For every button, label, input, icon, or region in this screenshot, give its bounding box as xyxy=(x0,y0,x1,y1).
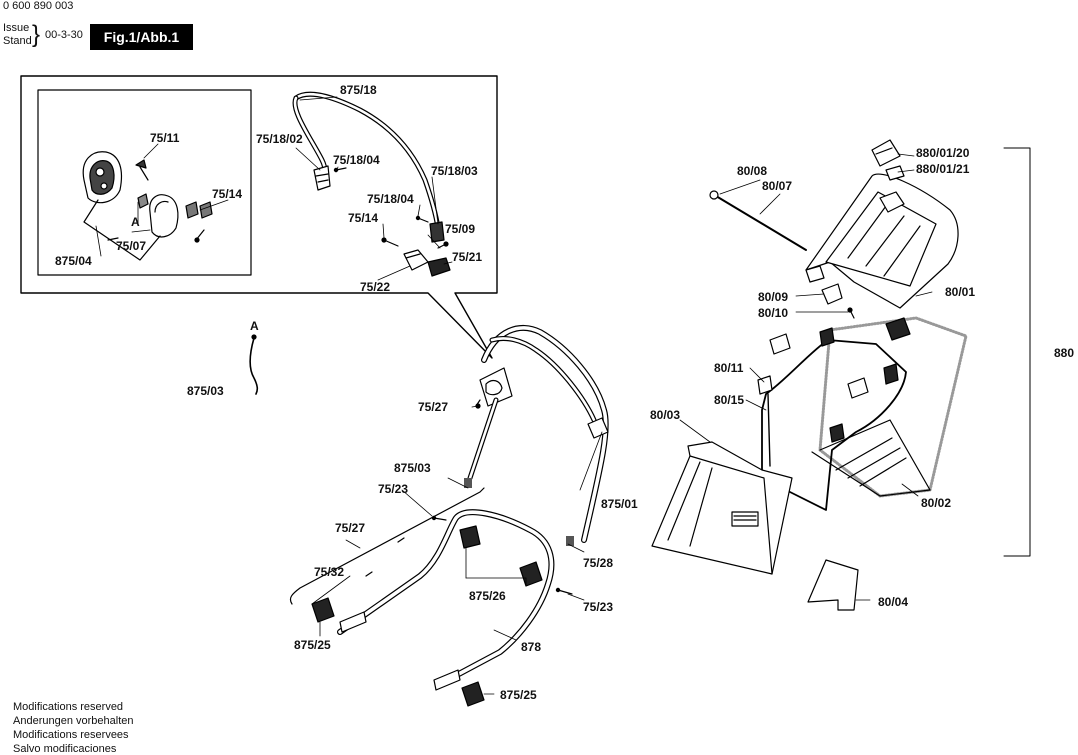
label-75-23-right: 75/23 xyxy=(583,600,614,614)
label-75-32: 75/32 xyxy=(314,565,345,579)
label-880-01-21: 880/01/21 xyxy=(916,162,970,176)
bracket-880 xyxy=(1003,147,1031,557)
label-875-01: 875/01 xyxy=(601,497,638,511)
label-80-07: 80/07 xyxy=(762,179,793,193)
label-75-22: 75/22 xyxy=(360,280,391,294)
label-875-25-bottom: 875/25 xyxy=(500,688,537,702)
leader-lines xyxy=(95,96,933,695)
label-75-09: 75/09 xyxy=(445,222,476,236)
label-80-11: 80/11 xyxy=(714,361,744,375)
part-number: 0 600 890 003 xyxy=(3,0,74,12)
brace-icon: } xyxy=(32,21,41,48)
label-75-21: 75/21 xyxy=(452,250,483,264)
footer-de: Anderungen vorbehalten xyxy=(13,715,134,727)
rod-drawing xyxy=(715,195,807,251)
label-75-11: 75/11 xyxy=(150,131,180,145)
grass-box-lid-drawing xyxy=(805,139,959,309)
label-a-inset: A xyxy=(131,215,140,229)
label-80-09: 80/09 xyxy=(758,290,789,304)
label-875-03: 875/03 xyxy=(394,461,431,475)
label-875-04: 875/04 xyxy=(55,254,92,268)
stand-label: Stand xyxy=(3,35,32,47)
switch-housing-drawing xyxy=(82,151,213,261)
label-75-27-top: 75/27 xyxy=(418,400,449,414)
figure-badge: Fig.1/Abb.1 xyxy=(90,24,193,50)
label-80-15: 80/15 xyxy=(714,393,745,407)
label-875-03-cable: 875/03 xyxy=(187,384,224,398)
detail-frame xyxy=(20,75,498,359)
label-75-14-inset: 75/14 xyxy=(212,187,243,201)
label-80-10: 80/10 xyxy=(758,306,789,320)
label-80-02: 80/02 xyxy=(921,496,952,510)
label-80-04: 80/04 xyxy=(878,595,909,609)
label-75-18-03: 75/18/03 xyxy=(431,164,478,178)
lower-handle-drawing xyxy=(289,487,573,707)
footer-en: Modifications reserved xyxy=(13,701,124,713)
label-75-07: 75/07 xyxy=(116,239,147,253)
label-80-03: 80/03 xyxy=(650,408,681,422)
label-75-18-02: 75/18/02 xyxy=(256,132,303,146)
label-875-25-left: 875/25 xyxy=(294,638,331,652)
label-75-18-04-mid: 75/18/04 xyxy=(367,192,414,206)
label-80-08: 80/08 xyxy=(737,164,768,178)
label-75-14: 75/14 xyxy=(348,211,379,225)
label-75-23-left: 75/23 xyxy=(378,482,409,496)
label-75-18-04-top: 75/18/04 xyxy=(333,153,380,167)
footer-es: Salvo modificaciones xyxy=(13,743,117,755)
bag-frame-drawing xyxy=(761,339,907,511)
label-880: 880 xyxy=(1054,346,1075,360)
handle-bar-drawing xyxy=(292,91,451,277)
issue-label: Issue xyxy=(3,22,30,34)
main-handle-drawing xyxy=(464,325,609,546)
label-75-27-bottom: 75/27 xyxy=(335,521,366,535)
clips-drawing xyxy=(757,283,911,443)
issue-date: 00-3-30 xyxy=(45,29,83,41)
footer-fr: Modifications reservees xyxy=(13,729,129,741)
label-875-26: 875/26 xyxy=(469,589,506,603)
small-cover-drawing xyxy=(807,559,859,611)
grass-bag-drawing xyxy=(811,316,968,498)
label-75-28: 75/28 xyxy=(583,556,614,570)
label-878: 878 xyxy=(521,640,542,654)
detail-inset-frame xyxy=(37,89,252,276)
cable-a-drawing xyxy=(249,337,259,395)
label-80-01: 80/01 xyxy=(945,285,976,299)
label-a: A xyxy=(250,319,259,333)
label-880-01-20: 880/01/20 xyxy=(916,146,970,160)
chute-drawing xyxy=(651,441,793,575)
label-875-18: 875/18 xyxy=(340,83,377,97)
